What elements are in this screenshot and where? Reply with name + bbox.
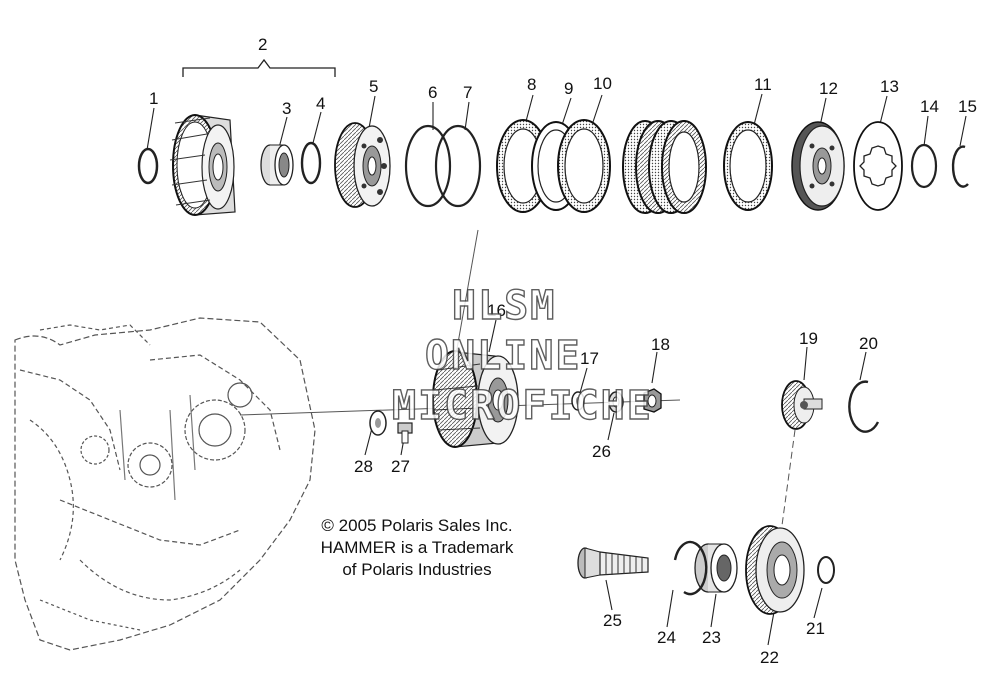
part-10-friction-plate — [557, 119, 611, 213]
part-22-housing — [745, 525, 805, 615]
part-26-lock-washer — [608, 391, 624, 413]
callout-24: 24 — [657, 628, 676, 647]
part-23-bearing — [694, 543, 738, 593]
callout-2: 2 — [258, 35, 268, 54]
copyright-notice: © 2005 Polaris Sales Inc. HAMMER is a Tr… — [292, 515, 542, 581]
callout-10: 10 — [593, 74, 612, 93]
callout-8: 8 — [527, 75, 537, 94]
callout-16: 16 — [487, 301, 506, 320]
part-13-splined-washer — [853, 121, 903, 211]
part-5-clutch-hub — [334, 122, 391, 208]
copyright-line-3: of Polaris Industries — [342, 560, 492, 579]
callout-6: 6 — [428, 83, 438, 102]
part-7-ring — [434, 124, 482, 208]
callout-27: 27 — [391, 457, 410, 476]
part-19-release-shaft — [781, 380, 823, 430]
part-28-washer — [369, 410, 387, 436]
watermark-line-1: HLSM — [451, 282, 557, 329]
part-6-ring — [404, 124, 452, 208]
part-1-snap-ring — [137, 147, 159, 185]
callout-11: 11 — [754, 75, 772, 94]
part-2-clutch-drum — [169, 114, 236, 216]
part-17-washer — [571, 391, 585, 411]
part-12-pressure-plate — [791, 121, 845, 211]
part-14-ring — [910, 143, 938, 189]
part-3-bearing — [260, 144, 294, 186]
callout-23: 23 — [702, 628, 721, 647]
part-16-primary-gear — [432, 350, 519, 448]
watermark-line-2: ONLINE — [424, 332, 582, 379]
callout-5: 5 — [369, 77, 379, 96]
part-18-nut — [643, 388, 662, 413]
callout-20: 20 — [859, 334, 878, 353]
callout-3: 3 — [282, 99, 292, 118]
callout-18: 18 — [651, 335, 670, 354]
callout-21: 21 — [806, 619, 825, 638]
watermark-line-3: MICROFICHE — [391, 382, 653, 429]
callout-1: 1 — [149, 89, 159, 108]
item-2-bracket — [182, 58, 336, 77]
callout-19: 19 — [799, 329, 818, 348]
leader-lines — [146, 93, 967, 646]
part-20-snap-ring — [848, 380, 880, 433]
part-4-snap-ring — [300, 141, 322, 185]
callout-13: 13 — [880, 77, 899, 96]
part-21-washer — [817, 556, 835, 584]
callout-7: 7 — [463, 83, 473, 102]
part-24-snap-ring — [673, 540, 708, 596]
callout-22: 22 — [760, 648, 779, 667]
callout-14: 14 — [920, 97, 939, 116]
callout-17: 17 — [580, 349, 599, 368]
callout-26: 26 — [592, 442, 611, 461]
part-25-threaded-shaft — [577, 547, 649, 579]
callout-4: 4 — [316, 94, 326, 113]
part-15-snap-ring — [951, 145, 969, 188]
callout-12: 12 — [819, 79, 838, 98]
part-11-friction-plate — [723, 121, 773, 211]
callout-15: 15 — [958, 97, 977, 116]
engine-case-outline — [14, 317, 316, 651]
callout-25: 25 — [603, 611, 622, 630]
part-27-bolt — [397, 422, 413, 444]
clutch-plate-pack — [622, 120, 707, 214]
callout-28: 28 — [354, 457, 373, 476]
callout-9: 9 — [564, 79, 574, 98]
copyright-line-2: HAMMER is a Trademark — [320, 538, 514, 557]
copyright-line-1: © 2005 Polaris Sales Inc. — [321, 516, 513, 535]
